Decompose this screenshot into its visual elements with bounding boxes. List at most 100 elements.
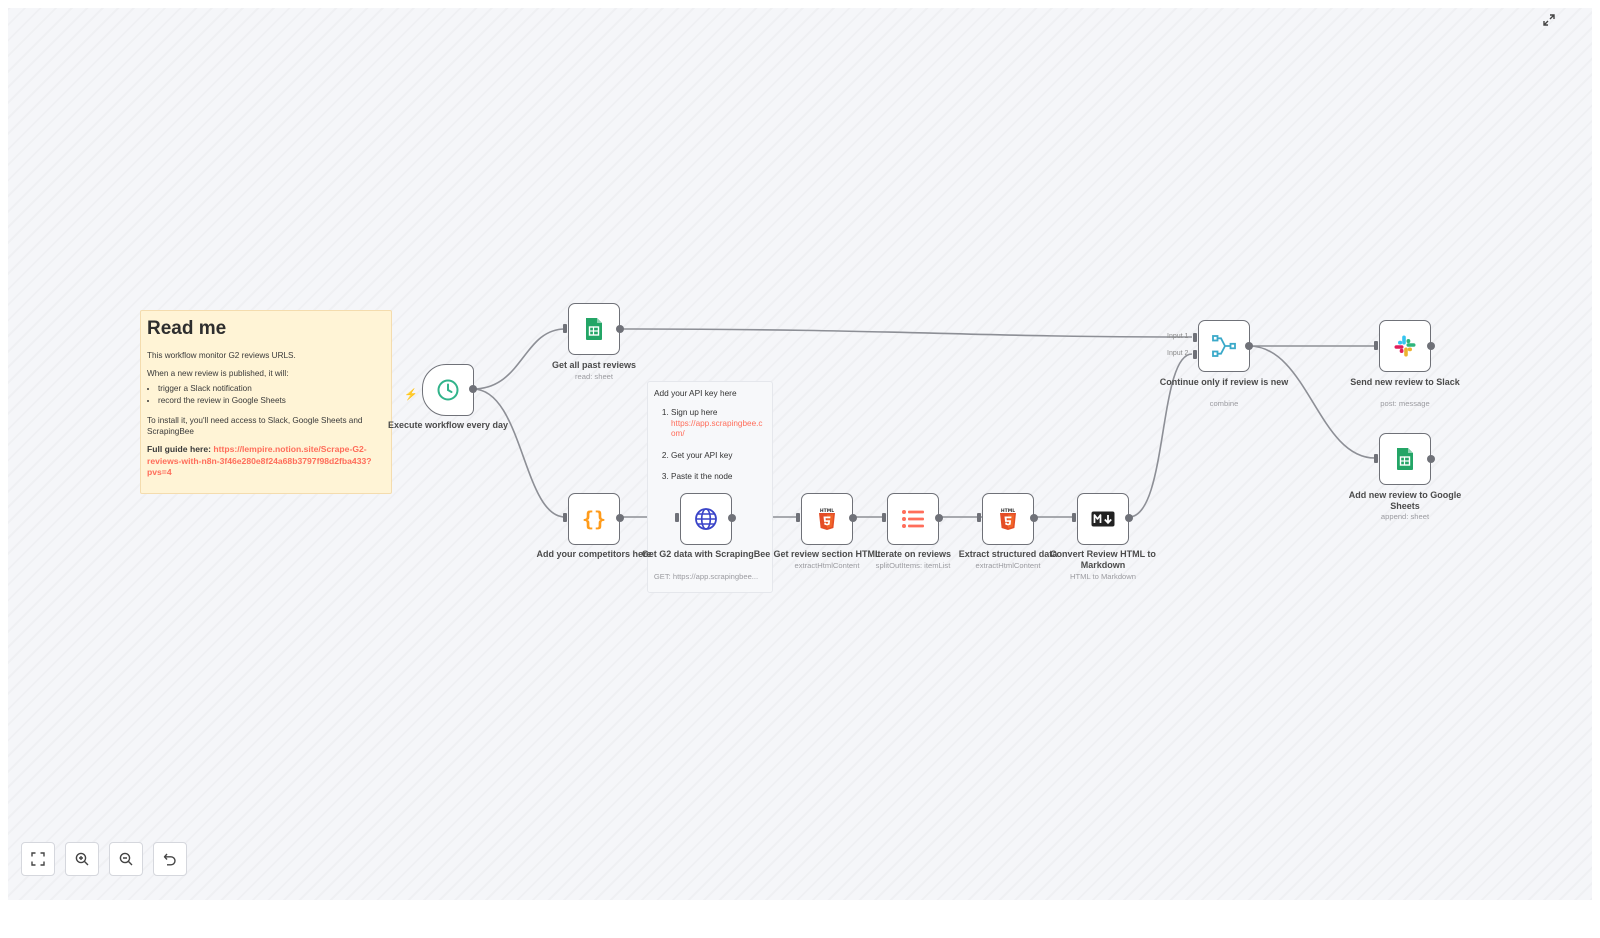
node-label: Add new review to Google Sheets xyxy=(1348,490,1462,511)
input-port[interactable] xyxy=(675,513,679,522)
sticky-steps: Sign up herehttps://app.scrapingbee.com/… xyxy=(654,408,766,483)
output-port[interactable] xyxy=(1030,514,1038,522)
node-iterate-reviews[interactable] xyxy=(887,493,939,545)
sticky-text: This workflow monitor G2 reviews URLS. xyxy=(147,351,296,360)
edge-markdown-merge[interactable] xyxy=(1128,353,1193,518)
input-port[interactable] xyxy=(563,513,567,522)
node-label: Get review section HTML xyxy=(773,549,881,559)
html5-icon: HTML xyxy=(1000,508,1016,530)
node-subtitle: splitOutItems: itemList xyxy=(875,561,951,570)
scrapingbee-link[interactable]: https://app.scrapingbee.com/ xyxy=(671,418,763,439)
node-convert-markdown[interactable] xyxy=(1077,493,1129,545)
node-subtitle: post: message xyxy=(1380,399,1430,408)
node-subtitle: extractHtmlContent xyxy=(794,561,860,570)
fit-view-button[interactable] xyxy=(21,842,55,876)
code-braces-icon: {} xyxy=(582,507,606,531)
sticky-list-item: trigger a Slack notification xyxy=(158,383,385,395)
zoom-in-button[interactable] xyxy=(65,842,99,876)
input-port[interactable] xyxy=(563,324,567,333)
node-extract-structured-data[interactable]: HTML xyxy=(982,493,1034,545)
sticky-text: When a new review is published, it will: xyxy=(147,369,289,378)
node-label: Convert Review HTML to Markdown xyxy=(1050,549,1156,570)
guide-line: Full guide here: https://lempire.notion.… xyxy=(147,444,385,479)
input-label-2: Input 2 xyxy=(1167,350,1189,357)
input-label-1: Input 1 xyxy=(1167,333,1189,340)
node-label: Continue only if review is new xyxy=(1159,377,1289,387)
output-port[interactable] xyxy=(1125,514,1133,522)
input-port[interactable] xyxy=(796,513,800,522)
sticky-title: Add your API key here xyxy=(654,388,737,398)
fullscreen-expand-icon[interactable] xyxy=(1541,12,1557,28)
output-port[interactable] xyxy=(616,514,624,522)
edge-merge-sheets[interactable] xyxy=(1248,345,1376,459)
guide-link[interactable]: https://lempire.notion.site/Scrape-G2-re… xyxy=(147,444,372,477)
svg-text:HTML: HTML xyxy=(1001,508,1015,514)
node-get-review-section[interactable]: HTML xyxy=(801,493,853,545)
node-label: Extract structured data xyxy=(958,549,1058,559)
node-subtitle: HTML to Markdown xyxy=(1070,572,1136,581)
input-port-1[interactable] xyxy=(1193,333,1197,342)
node-add-competitors[interactable]: {} xyxy=(568,493,620,545)
guide-label: Full guide here: xyxy=(147,444,211,454)
sticky-note-api-key[interactable]: Add your API key here Sign up herehttps:… xyxy=(647,381,773,593)
node-subtitle: GET: https://app.scrapingbee... xyxy=(653,572,759,581)
sticky-title: Read me xyxy=(147,318,227,339)
svg-text:HTML: HTML xyxy=(820,508,834,514)
input-port-2[interactable] xyxy=(1193,350,1197,359)
node-schedule-trigger[interactable] xyxy=(422,364,474,416)
fit-view-icon xyxy=(31,852,45,866)
undo-icon xyxy=(163,853,176,866)
trigger-bolt-icon: ⚡ xyxy=(404,389,418,401)
output-port[interactable] xyxy=(616,325,624,333)
node-label: Send new review to Slack xyxy=(1350,377,1460,387)
sticky-step: Paste it the node xyxy=(671,472,766,483)
input-port[interactable] xyxy=(1374,454,1378,463)
input-port[interactable] xyxy=(1374,341,1378,350)
node-merge-review-new[interactable] xyxy=(1198,320,1250,372)
output-port[interactable] xyxy=(728,514,736,522)
node-label: Add your competitors here xyxy=(536,549,652,559)
sticky-list-item: record the review in Google Sheets xyxy=(158,395,385,407)
merge-icon xyxy=(1212,335,1236,357)
sticky-note-readme[interactable]: Read me This workflow monitor G2 reviews… xyxy=(140,310,392,494)
markdown-icon xyxy=(1091,511,1115,527)
undo-button[interactable] xyxy=(153,842,187,876)
edge-schedule-past[interactable] xyxy=(472,328,566,390)
input-port[interactable] xyxy=(882,513,886,522)
node-send-slack[interactable] xyxy=(1379,320,1431,372)
sticky-list: trigger a Slack notification record the … xyxy=(147,383,385,406)
sticky-text: To install it, you'll need access to Sla… xyxy=(147,416,363,436)
output-port[interactable] xyxy=(1245,342,1253,350)
sticky-step: Get your API key xyxy=(671,451,766,462)
output-port[interactable] xyxy=(469,385,477,393)
node-add-review-sheets[interactable] xyxy=(1379,433,1431,485)
node-label: Execute workflow every day xyxy=(387,420,509,430)
svg-text:{}: {} xyxy=(582,507,606,531)
slack-icon xyxy=(1394,335,1416,357)
workflow-canvas[interactable]: Read me This workflow monitor G2 reviews… xyxy=(8,8,1592,900)
step-text: Sign up here xyxy=(671,408,718,417)
node-label: Get all past reviews xyxy=(551,360,637,370)
output-port[interactable] xyxy=(935,514,943,522)
node-subtitle: combine xyxy=(1209,399,1239,408)
node-scrapingbee[interactable] xyxy=(680,493,732,545)
output-port[interactable] xyxy=(1427,342,1435,350)
zoom-out-button[interactable] xyxy=(109,842,143,876)
input-port[interactable] xyxy=(977,513,981,522)
node-subtitle: append: sheet xyxy=(1380,512,1430,521)
output-port[interactable] xyxy=(1427,455,1435,463)
html5-icon: HTML xyxy=(819,508,835,530)
node-subtitle: extractHtmlContent xyxy=(975,561,1041,570)
edge-past-merge[interactable] xyxy=(619,328,1193,338)
zoom-out-icon xyxy=(119,852,133,866)
output-port[interactable] xyxy=(849,514,857,522)
list-icon xyxy=(902,510,924,528)
node-get-past-reviews[interactable] xyxy=(568,303,620,355)
globe-icon xyxy=(695,508,717,530)
google-sheets-icon xyxy=(1397,448,1413,470)
edge-schedule-competitors[interactable] xyxy=(472,388,566,518)
input-port[interactable] xyxy=(1072,513,1076,522)
clock-icon xyxy=(437,379,459,401)
node-subtitle: read: sheet xyxy=(575,372,613,381)
